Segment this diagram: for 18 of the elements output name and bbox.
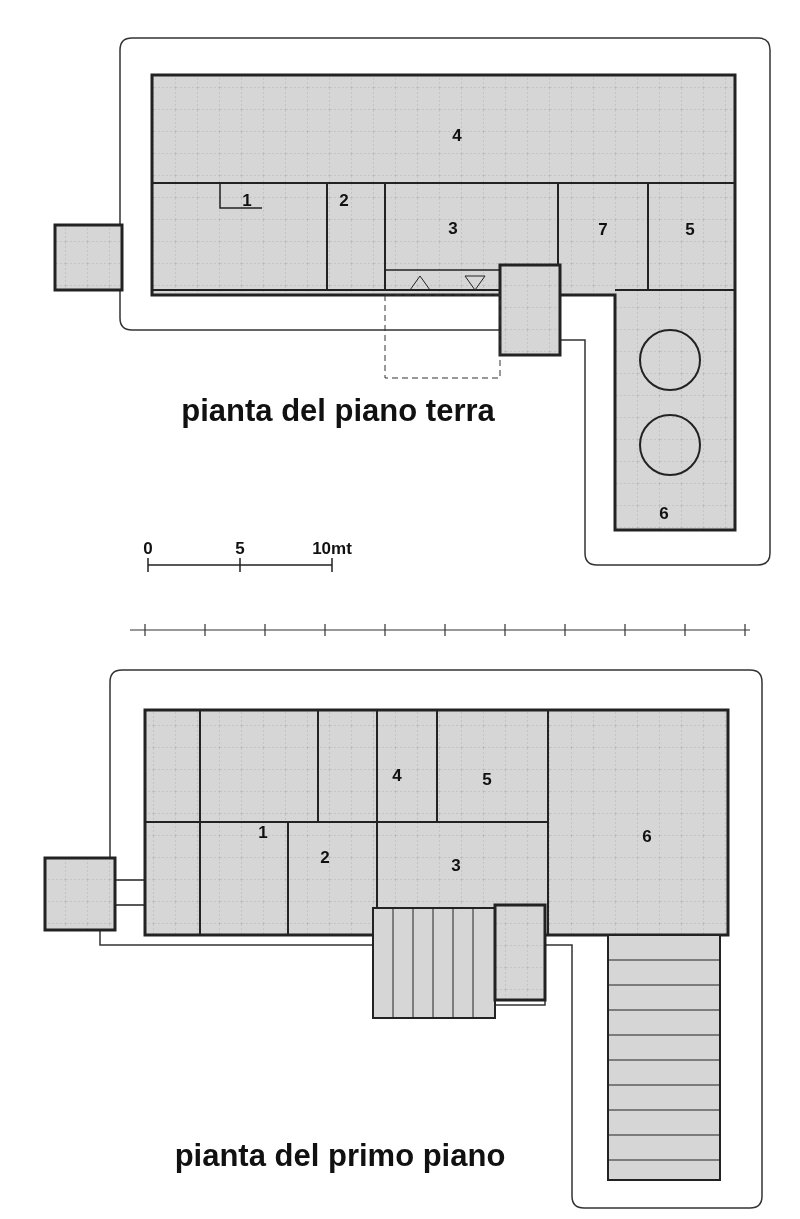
room-number: 1 (258, 823, 268, 841)
plan-title: pianta del primo piano (174, 1139, 506, 1171)
room-number: 5 (685, 220, 695, 238)
room-number: 4 (452, 126, 462, 144)
room-number: 1 (242, 191, 252, 209)
room-number: 2 (320, 848, 330, 866)
room-number: 4 (392, 766, 402, 784)
room-number: 5 (482, 770, 492, 788)
room-number: 2 (339, 191, 349, 209)
room-number: 3 (451, 856, 461, 874)
room-number: 6 (659, 504, 669, 522)
room-number: 3 (448, 219, 458, 237)
scale-label: 5 (235, 539, 245, 557)
room-number: 6 (642, 827, 652, 845)
scale-label: 10mt (312, 539, 352, 557)
plan-title: pianta del piano terra (181, 394, 495, 426)
room-number: 7 (598, 220, 608, 238)
scale-label: 0 (143, 539, 153, 557)
